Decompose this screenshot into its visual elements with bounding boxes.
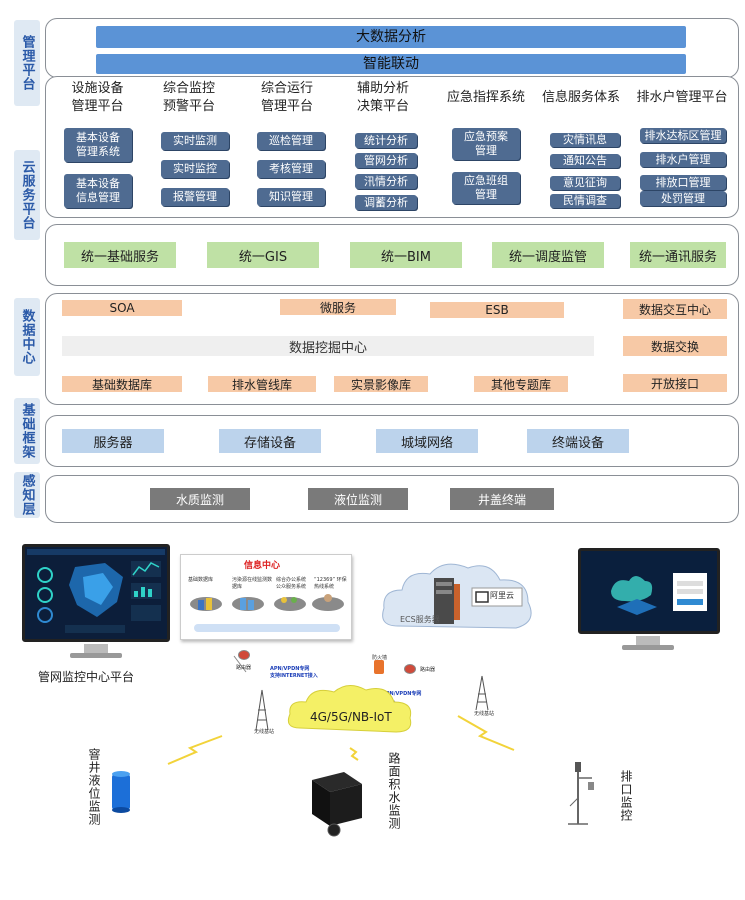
sensor-well-label: 窨井液位监测	[87, 748, 101, 826]
infra-server: 服务器	[62, 429, 164, 453]
dashboard-screen-icon	[25, 547, 167, 639]
infra-metro-network: 城域网络	[376, 429, 478, 453]
cloud-icon	[382, 563, 532, 629]
info-tiny-hotline: “12369” 环保热线系统	[314, 577, 347, 590]
dc-basic-database: 基础数据库	[62, 376, 182, 392]
dc-esb: ESB	[430, 302, 564, 318]
column-title-drainage-user: 排水户管理平台	[636, 90, 728, 105]
firewall-icon	[374, 660, 384, 674]
unified-gis: 统一GIS	[207, 242, 319, 268]
box-knowledge-management: 知识管理	[257, 188, 325, 206]
box-penalty-management: 处罚管理	[640, 191, 726, 206]
perception-water-quality: 水质监测	[150, 488, 250, 510]
info-center-title: 信息中心	[244, 561, 281, 571]
box-statistics: 统计分析	[355, 133, 417, 148]
box-storage-analysis: 调蓄分析	[355, 195, 417, 210]
apn-right-label: APN/VPDN专网	[382, 691, 422, 697]
monitor-left	[22, 544, 170, 642]
router-label-right: 路由器	[420, 667, 436, 673]
base-station-label-left: 无线基站	[254, 729, 275, 735]
perception-level: 液位监测	[308, 488, 408, 510]
column-title-monitoring: 综合监控 预警平台	[162, 81, 215, 114]
unified-communication: 统一通讯服务	[630, 242, 726, 268]
sensor-outlet-label: 排口监控	[619, 770, 633, 822]
box-disaster-info: 灾情讯息	[550, 133, 620, 147]
box-realtime-monitoring: 实时监控	[161, 160, 229, 178]
router-label-left: 路由器	[236, 665, 252, 671]
smart-linkage-bar: 智能联动	[96, 54, 686, 74]
monitor-left-base	[70, 653, 122, 658]
firewall-label: 防火墙	[372, 655, 388, 661]
router-icon	[238, 650, 250, 660]
box-basic-equipment-system: 基本设备 管理系统	[64, 128, 132, 162]
dc-microservice: 微服务	[280, 299, 396, 315]
side-label-management: 管理平台	[14, 20, 40, 106]
unified-basic-service: 统一基础服务	[64, 242, 176, 268]
aliyun-label: 阿里云	[490, 591, 514, 600]
database-cylinders-icon	[190, 594, 344, 632]
ecs-server-label: ECS服务器	[400, 615, 440, 624]
dc-data-mining-center: 数据挖掘中心	[62, 336, 594, 356]
box-patrol-management: 巡检管理	[257, 132, 325, 150]
column-title-emergency: 应急指挥系统	[446, 90, 525, 105]
dc-real-image-db: 实景影像库	[334, 376, 428, 392]
dc-open-interface: 开放接口	[623, 374, 727, 392]
box-notice: 通知公告	[550, 154, 620, 168]
well-sensor-icon	[112, 771, 130, 813]
box-realtime-detection: 实时监测	[161, 132, 229, 150]
monitor-right	[578, 548, 720, 634]
column-title-decision: 辅助分析 决策平台	[356, 81, 409, 114]
info-tiny-pollution-db: 污染源在线监测数据库	[232, 577, 273, 590]
side-label-infrastructure: 基础框架	[14, 398, 40, 464]
infra-terminal: 终端设备	[527, 429, 629, 453]
box-basic-equipment-info: 基本设备 信息管理	[64, 174, 132, 208]
side-label-cloud: 云服务平台	[14, 150, 40, 240]
box-assessment-management: 考核管理	[257, 160, 325, 178]
monitor-left-stand	[84, 644, 108, 654]
infra-storage: 存储设备	[219, 429, 321, 453]
road-camera-icon	[312, 772, 362, 837]
box-outlet-management: 排放口管理	[640, 175, 726, 190]
base-station-label-right: 无线基站	[474, 711, 495, 717]
perception-manhole-terminal: 井盖终端	[450, 488, 554, 510]
network-links	[167, 655, 515, 765]
dc-data-interaction-center: 数据交互中心	[623, 299, 727, 319]
monitor-center-label: 管网监控中心平台	[38, 670, 135, 684]
box-public-survey: 民情调查	[550, 194, 620, 208]
outlet-monitor-pole-icon	[568, 762, 594, 825]
box-alarm-management: 报警管理	[161, 188, 229, 206]
monitor-right-base	[622, 645, 674, 650]
sensor-road-label: 路面积水监测	[387, 752, 401, 830]
box-emergency-plan: 应急预案 管理	[452, 128, 520, 160]
big-data-analysis-bar: 大数据分析	[96, 26, 686, 48]
column-title-info-service: 信息服务体系	[541, 90, 620, 105]
info-tiny-basic-db: 基础数据库	[188, 577, 214, 583]
box-pipe-analysis: 管网分析	[355, 153, 417, 168]
apn-left-label: APN/VPDN专网 支持INTERNET接入	[270, 666, 318, 679]
dc-other-topic-db: 其他专题库	[474, 376, 568, 392]
router-icon	[404, 664, 416, 674]
column-title-facility: 设施设备 管理平台	[71, 81, 124, 114]
unified-dispatch: 统一调度监管	[492, 242, 604, 268]
dc-data-exchange: 数据交换	[623, 336, 727, 356]
network-label: 4G/5G/NB-IoT	[310, 710, 392, 724]
box-drainage-user: 排水户管理	[640, 152, 726, 167]
monitor-right-stand	[636, 636, 660, 646]
box-drainage-zone: 排水达标区管理	[640, 128, 726, 143]
column-title-operation: 综合运行 管理平台	[260, 81, 313, 114]
side-label-data-center: 数据中心	[14, 298, 40, 376]
dc-soa: SOA	[62, 300, 182, 316]
login-screen-icon	[581, 551, 717, 631]
unified-bim: 统一BIM	[350, 242, 462, 268]
box-opinion: 意见征询	[550, 176, 620, 190]
box-emergency-team: 应急班组 管理	[452, 172, 520, 204]
side-label-perception: 感知层	[14, 472, 40, 518]
dc-drainage-pipeline-db: 排水管线库	[208, 376, 316, 392]
box-flood-analysis: 汛情分析	[355, 174, 417, 189]
network-cloud-icon	[287, 685, 412, 733]
info-tiny-office: 综合办公系统 公众服务系统	[276, 577, 307, 590]
